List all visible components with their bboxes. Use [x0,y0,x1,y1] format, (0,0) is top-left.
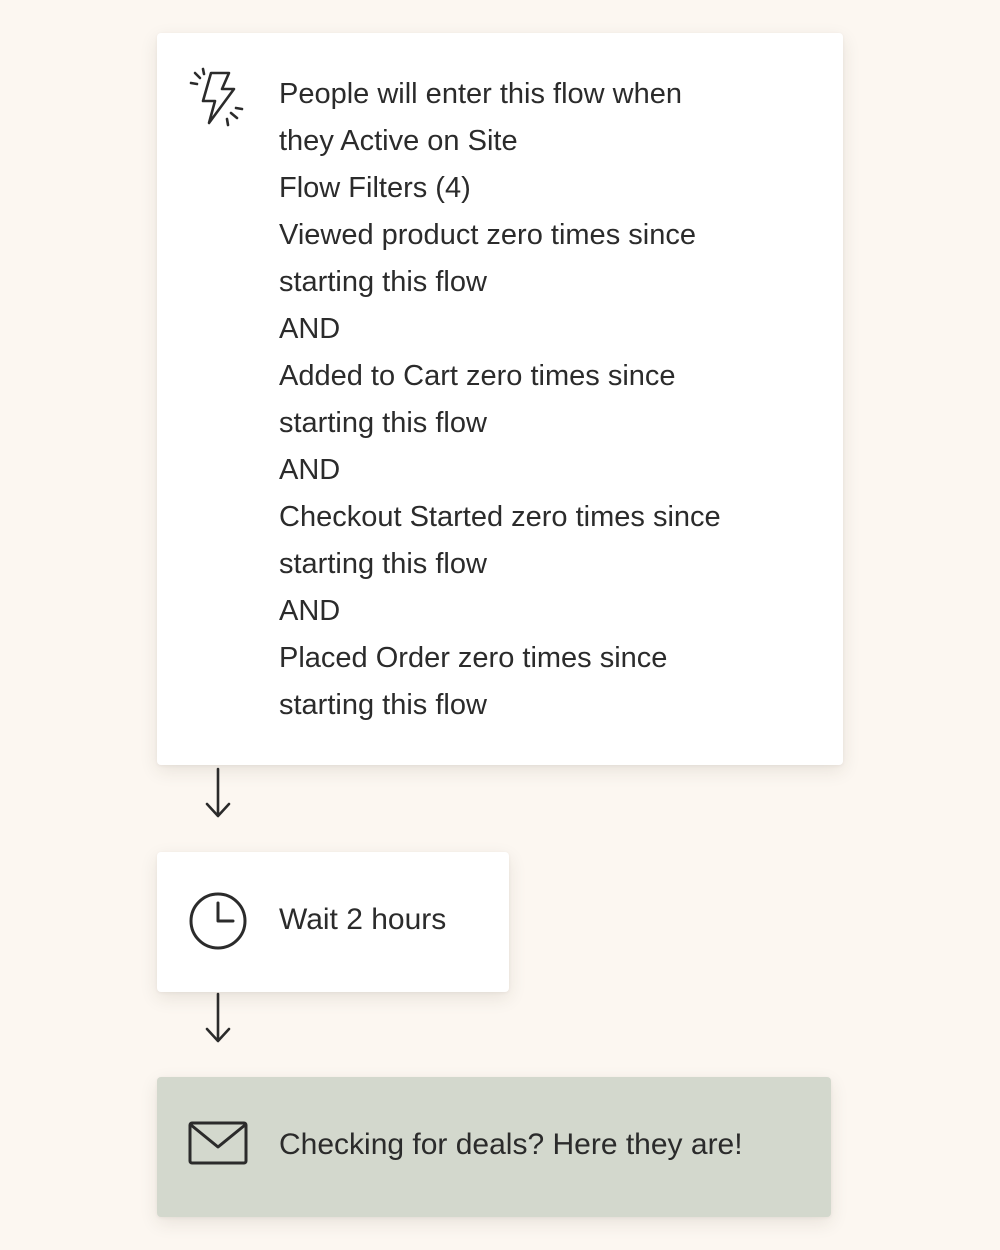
trigger-line: People will enter this flow when [279,78,682,110]
trigger-line: AND [279,313,341,345]
down-arrow-icon [200,765,236,823]
trigger-line: Viewed product zero times since [279,219,696,251]
trigger-line: Flow Filters (4) [279,172,471,204]
wait-step-label: Wait 2 hours [279,903,447,936]
trigger-line: starting this flow [279,548,487,580]
trigger-line: starting this flow [279,407,487,439]
down-arrow-icon [200,990,236,1048]
trigger-line: AND [279,454,341,486]
trigger-line: Checkout Started zero times since [279,501,721,533]
trigger-line: starting this flow [279,266,487,298]
email-step-card[interactable]: Checking for deals? Here they are! [157,1077,831,1217]
trigger-line: Placed Order zero times since [279,642,668,674]
envelope-icon [187,1119,249,1167]
email-step-label: Checking for deals? Here they are! [279,1128,743,1161]
wait-step-card[interactable]: Wait 2 hours [157,852,509,992]
trigger-line: they Active on Site [279,125,518,157]
clock-icon [187,890,249,952]
trigger-description: People will enter this flow when they Act… [279,71,823,729]
trigger-line: Added to Cart zero times since [279,360,676,392]
lightning-icon [189,67,245,129]
trigger-line: starting this flow [279,689,487,721]
trigger-card[interactable]: People will enter this flow when they Act… [157,33,843,765]
trigger-line: AND [279,595,341,627]
